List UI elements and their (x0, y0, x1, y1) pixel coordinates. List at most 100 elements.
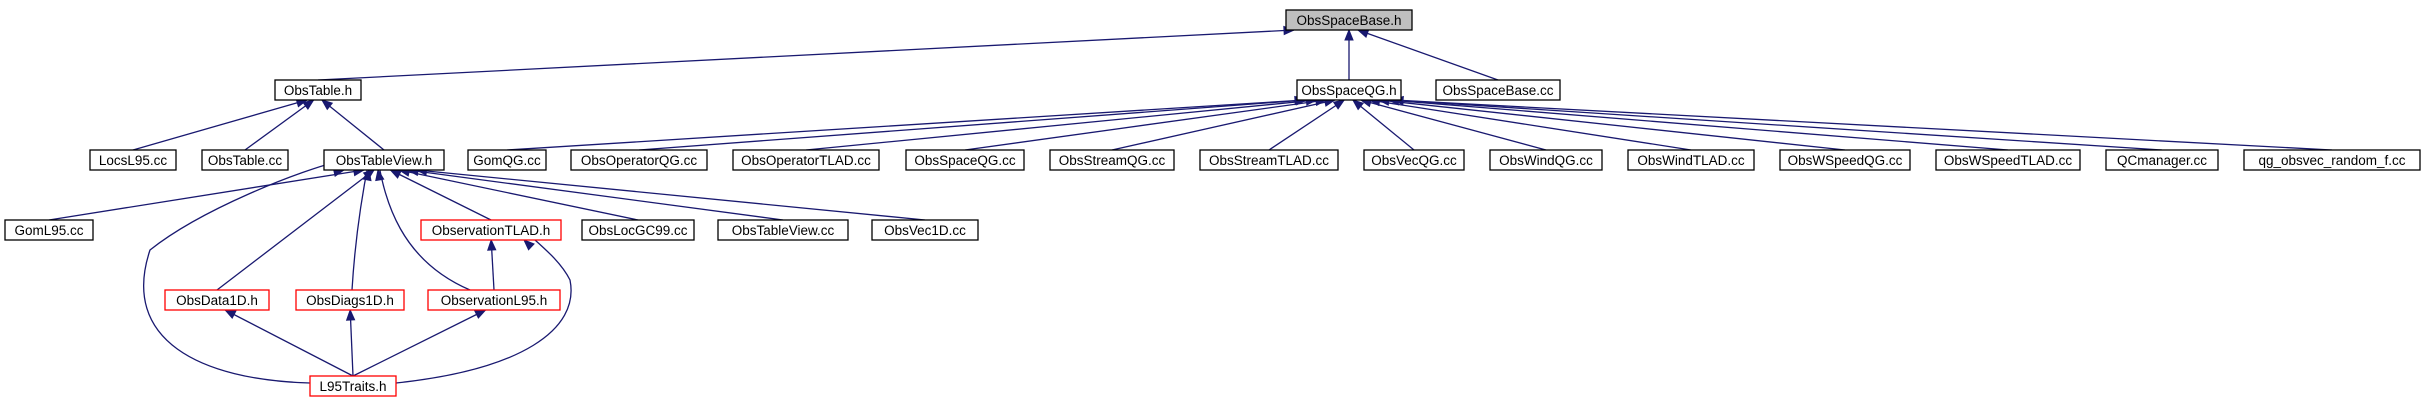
arrowhead-icon (362, 168, 372, 182)
node-box (323, 149, 445, 171)
node-box (1363, 149, 1465, 171)
edge-qcmanager_cc-to-obsspaceqg_h (1391, 95, 2163, 151)
node-box (295, 289, 405, 311)
node-label: ObsTable.h (284, 83, 352, 98)
edge-line (1357, 29, 1499, 81)
node-l95traits-h[interactable]: L95Traits.h (309, 375, 397, 397)
node-obstableview-h[interactable]: ObsTableView.h (323, 149, 445, 171)
arrowhead-icon (320, 99, 334, 111)
edge-obsstreamtlad_cc-to-obsspaceqg_h (1268, 99, 1346, 151)
edge-obsoperatorqg_cc-to-obsspaceqg_h (638, 96, 1308, 151)
node-observationtlad-h[interactable]: ObservationTLAD.h (420, 219, 562, 241)
edge-observationtlad_h-to-obstableview_h (389, 169, 492, 221)
node-obsdiags1d-h[interactable]: ObsDiags1D.h (295, 289, 405, 311)
node-qcmanager-cc[interactable]: QCmanager.cc (2105, 149, 2219, 171)
node-label: ObsTable.cc (208, 153, 283, 168)
node-obstableview-cc[interactable]: ObsTableView.cc (717, 219, 849, 241)
node-box (570, 149, 708, 171)
node-obsspaceqg-cc[interactable]: ObsSpaceQG.cc (905, 149, 1025, 171)
node-label: ObsTableView.cc (732, 223, 835, 238)
edge-line (132, 99, 308, 151)
node-label: ObsSpaceQG.h (1301, 83, 1396, 98)
edge-obsvecqg_cc-to-obsspaceqg_h (1351, 99, 1415, 151)
edge-line (48, 169, 365, 221)
edge-line (351, 159, 370, 291)
edge-observationl95_h-to-observationtlad_h (487, 238, 497, 291)
node-label: ObsWSpeedQG.cc (1788, 153, 1903, 168)
node-obslocgc99-cc[interactable]: ObsLocGC99.cc (581, 219, 695, 241)
node-box (1627, 149, 1755, 171)
node-box (1049, 149, 1175, 171)
node-box (164, 289, 270, 311)
arrowhead-icon (375, 168, 385, 182)
edge-line (321, 99, 385, 151)
node-obsstreamtlad-cc[interactable]: ObsStreamTLAD.cc (1199, 149, 1339, 171)
node-obsoperatortlad-cc[interactable]: ObsOperatorTLAD.cc (732, 149, 880, 171)
edge-line (395, 229, 572, 384)
edge-obslocgc99_cc-to-obstableview_h (397, 167, 639, 221)
node-obswindqg-cc[interactable]: ObsWindQG.cc (1489, 149, 1603, 171)
edge-line (506, 99, 1306, 151)
arrowhead-icon (487, 238, 497, 251)
node-obsdata1d-h[interactable]: ObsData1D.h (164, 289, 270, 311)
node-obsspaceqg-h[interactable]: ObsSpaceQG.h (1296, 79, 1402, 101)
node-box (1199, 149, 1339, 171)
node-observationl95-h[interactable]: ObservationL95.h (427, 289, 561, 311)
node-label: ObsSpaceBase.cc (1442, 83, 1553, 98)
node-label: ObsSpaceBase.h (1296, 13, 1401, 28)
node-label: ObservationTLAD.h (432, 223, 551, 238)
node-obswindtlad-cc[interactable]: ObsWindTLAD.cc (1627, 149, 1755, 171)
edge-l95traits_h-to-observationl95_h (352, 309, 487, 377)
edge-line (244, 99, 315, 151)
edge-qg_obsvec_random_f_cc-to-obsspaceqg_h (1391, 95, 2333, 151)
node-goml95-cc[interactable]: GomL95.cc (4, 219, 94, 241)
node-obsstreamqg-cc[interactable]: ObsStreamQG.cc (1049, 149, 1175, 171)
node-box (581, 219, 695, 241)
edge-observationl95_h-to-obstableview_h (375, 159, 471, 291)
node-locsl95-cc[interactable]: LocsL95.cc (89, 149, 177, 171)
node-box (427, 289, 561, 311)
arrowhead-icon (1351, 99, 1365, 111)
edge-line (1388, 99, 2009, 151)
node-obsspacebase-cc[interactable]: ObsSpaceBase.cc (1435, 79, 1561, 101)
node-label: ObsOperatorTLAD.cc (741, 153, 871, 168)
node-label: GomL95.cc (14, 223, 83, 238)
node-box (1285, 9, 1413, 31)
node-obstable-h[interactable]: ObsTable.h (274, 79, 362, 101)
edge-line (1378, 99, 1846, 151)
edge-gomqg_cc-to-obsspaceqg_h (506, 95, 1307, 151)
edge-line (407, 169, 784, 221)
node-label: ObsWindTLAD.cc (1637, 153, 1745, 168)
edge-obsvec1d_cc-to-obstableview_h (415, 166, 926, 221)
node-box (201, 149, 289, 171)
node-label: LocsL95.cc (99, 153, 168, 168)
node-label: ObsSpaceQG.cc (914, 153, 1016, 168)
node-label: ObsVecQG.cc (1371, 153, 1457, 168)
node-obswspeedqg-cc[interactable]: ObsWSpeedQG.cc (1779, 149, 1911, 171)
node-obstable-cc[interactable]: ObsTable.cc (201, 149, 289, 171)
edge-line (416, 169, 926, 221)
node-label: qg_obsvec_random_f.cc (2258, 153, 2405, 168)
edge-obsdata1d_h-to-obstableview_h (216, 169, 376, 291)
edge-obsspacebase_cc-to-obsspacebase_h (1356, 29, 1499, 81)
node-obsoperatorqg-cc[interactable]: ObsOperatorQG.cc (570, 149, 708, 171)
edge-line (1392, 99, 2333, 151)
node-box (467, 149, 547, 171)
edge-line (1268, 99, 1345, 151)
edge-line (1369, 99, 1692, 151)
node-obsvecqg-cc[interactable]: ObsVecQG.cc (1363, 149, 1465, 171)
edge-line (1352, 99, 1415, 151)
edge-obstableview_h-to-obstable_h (320, 99, 385, 151)
node-box (2105, 149, 2219, 171)
edge-goml95_cc-to-obstableview_h (48, 166, 366, 221)
node-box (89, 149, 177, 171)
edge-line (317, 29, 1295, 81)
node-obswspeedtlad-cc[interactable]: ObsWSpeedTLAD.cc (1935, 149, 2081, 171)
node-obsvec1d-cc[interactable]: ObsVec1D.cc (871, 219, 979, 241)
node-label: ObsWSpeedTLAD.cc (1944, 153, 2073, 168)
node-gomqg-cc[interactable]: GomQG.cc (467, 149, 547, 171)
node-box (1435, 79, 1561, 101)
node-qg-obsvec-random-f-cc[interactable]: qg_obsvec_random_f.cc (2243, 149, 2421, 171)
edge-line (1392, 99, 2163, 151)
